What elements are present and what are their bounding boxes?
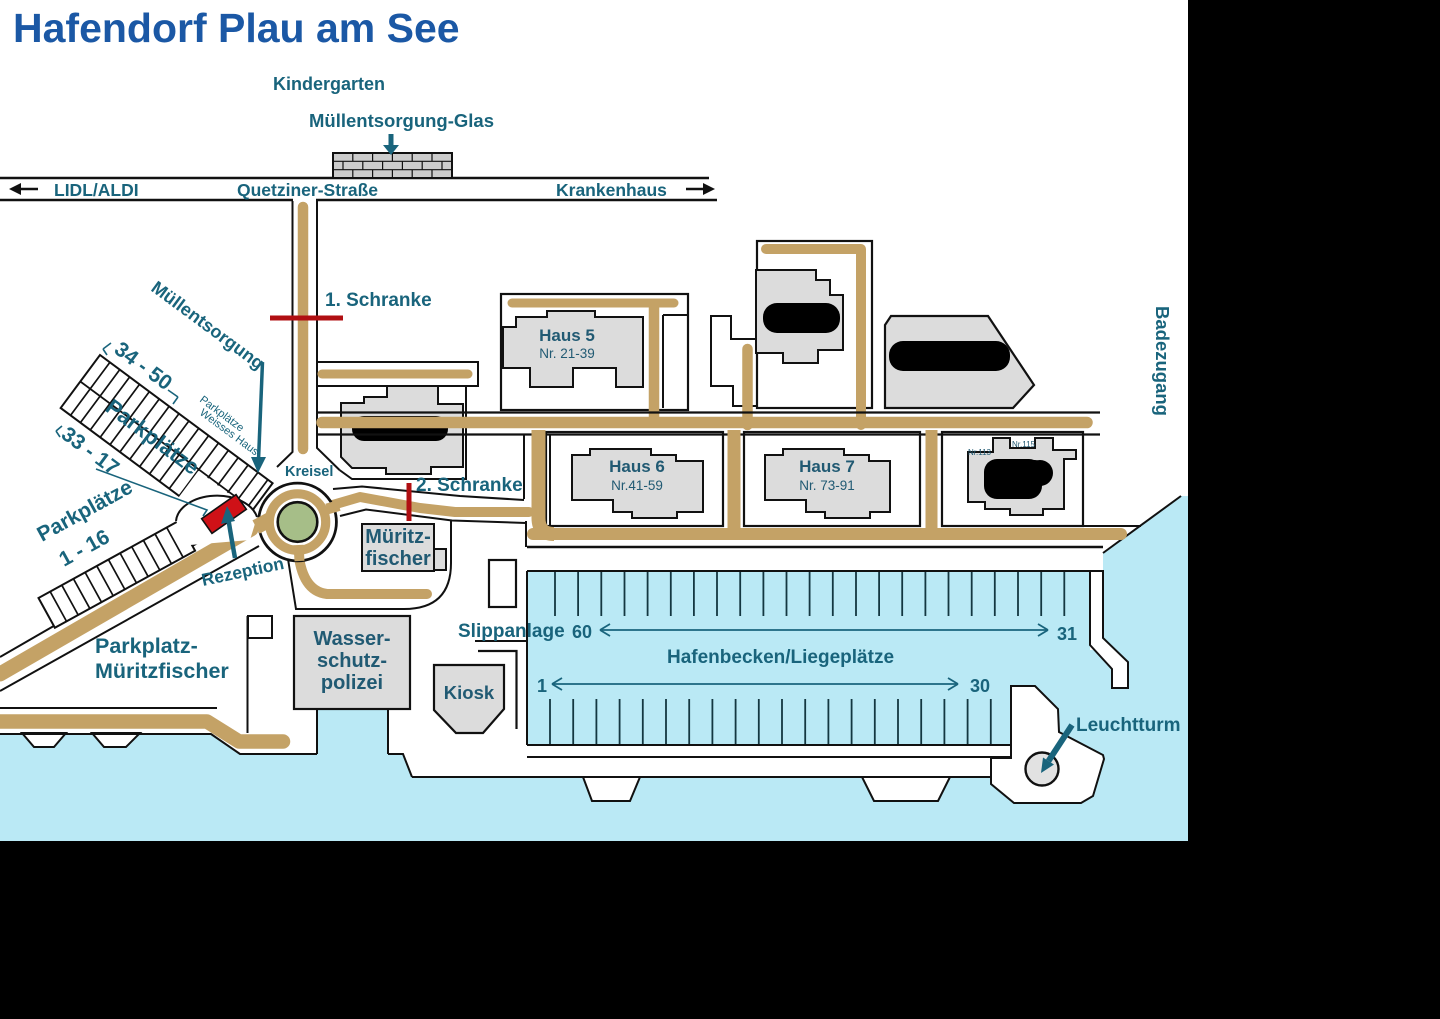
svg-text:Müritzfischer: Müritzfischer bbox=[95, 659, 229, 683]
svg-text:Wasser-: Wasser- bbox=[313, 628, 390, 650]
svg-text:Haus 6: Haus 6 bbox=[609, 457, 665, 476]
svg-text:Nr.113: Nr.113 bbox=[968, 448, 992, 457]
svg-text:Quetziner-Straße: Quetziner-Straße bbox=[237, 180, 378, 200]
svg-text:Kindergarten: Kindergarten bbox=[273, 74, 385, 94]
svg-text:Kreisel: Kreisel bbox=[285, 464, 333, 480]
svg-text:Hafendorf Plau am See: Hafendorf Plau am See bbox=[13, 5, 460, 51]
svg-text:Parkplatz-: Parkplatz- bbox=[95, 634, 198, 658]
svg-text:Hafenbecken/Liegeplätze: Hafenbecken/Liegeplätze bbox=[667, 647, 894, 668]
svg-text:2. Schranke: 2. Schranke bbox=[416, 475, 523, 496]
svg-text:polizei: polizei bbox=[321, 672, 383, 694]
svg-text:31: 31 bbox=[1057, 624, 1077, 644]
svg-text:1: 1 bbox=[537, 676, 547, 696]
svg-text:Leuchtturm: Leuchtturm bbox=[1076, 715, 1181, 736]
svg-text:Nr. 21-39: Nr. 21-39 bbox=[539, 346, 595, 361]
svg-text:Haus 7: Haus 7 bbox=[799, 457, 855, 476]
svg-text:Müllentsorgung-Glas: Müllentsorgung-Glas bbox=[309, 110, 494, 131]
svg-text:Müritz-: Müritz- bbox=[365, 526, 431, 548]
svg-text:1. Schranke: 1. Schranke bbox=[325, 290, 432, 311]
svg-text:LIDL/ALDI: LIDL/ALDI bbox=[54, 180, 139, 200]
svg-text:Slippanlage: Slippanlage bbox=[458, 621, 565, 642]
svg-text:fischer: fischer bbox=[365, 548, 431, 570]
svg-text:Kiosk: Kiosk bbox=[444, 682, 495, 703]
svg-text:schutz-: schutz- bbox=[317, 650, 387, 672]
svg-text:Krankenhaus: Krankenhaus bbox=[556, 180, 667, 200]
svg-text:60: 60 bbox=[572, 622, 592, 642]
svg-text:Haus 5: Haus 5 bbox=[539, 326, 595, 345]
svg-text:Nr.41-59: Nr.41-59 bbox=[611, 478, 663, 493]
svg-text:30: 30 bbox=[970, 676, 990, 696]
svg-text:Badezugang: Badezugang bbox=[1152, 306, 1173, 416]
svg-text:Nr. 73-91: Nr. 73-91 bbox=[799, 478, 855, 493]
svg-text:Nr.115: Nr.115 bbox=[1012, 440, 1036, 449]
